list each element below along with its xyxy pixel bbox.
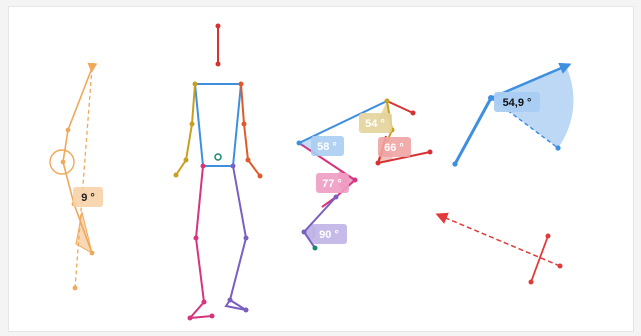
red-perpendicular-tick[interactable] <box>531 236 548 282</box>
angle-chain[interactable]: 58 ° 54 ° 66 ° 77 ° 90 ° <box>297 99 433 251</box>
orange-body-line[interactable] <box>63 68 92 253</box>
magenta-angle-label: 77 ° <box>322 178 342 190</box>
blue-angle-tool[interactable]: 54,9 ° <box>452 66 573 167</box>
orange-angle-label: 9 ° <box>81 192 95 204</box>
blue-handle[interactable] <box>455 98 491 164</box>
orange-angle-tool[interactable]: 9 ° <box>50 68 103 290</box>
olive-angle-label: 54 ° <box>365 118 385 130</box>
purple-angle-label: 90 ° <box>319 229 339 241</box>
skeleton-left-leg[interactable] <box>190 166 212 318</box>
red-measure-arrow[interactable] <box>441 216 563 285</box>
blue-small-angle-label: 58 ° <box>317 141 337 153</box>
skeleton-right-leg[interactable] <box>226 166 246 310</box>
red-dashed-arrow[interactable] <box>441 216 560 266</box>
skeleton-figure[interactable] <box>174 24 263 321</box>
orange-reference-line[interactable] <box>75 68 92 288</box>
skeleton-center-marker <box>215 154 221 160</box>
red-angle-label: 66 ° <box>384 142 404 154</box>
blue-large-angle-label: 54,9 ° <box>503 97 532 109</box>
skeleton-right-arm[interactable] <box>241 84 260 176</box>
